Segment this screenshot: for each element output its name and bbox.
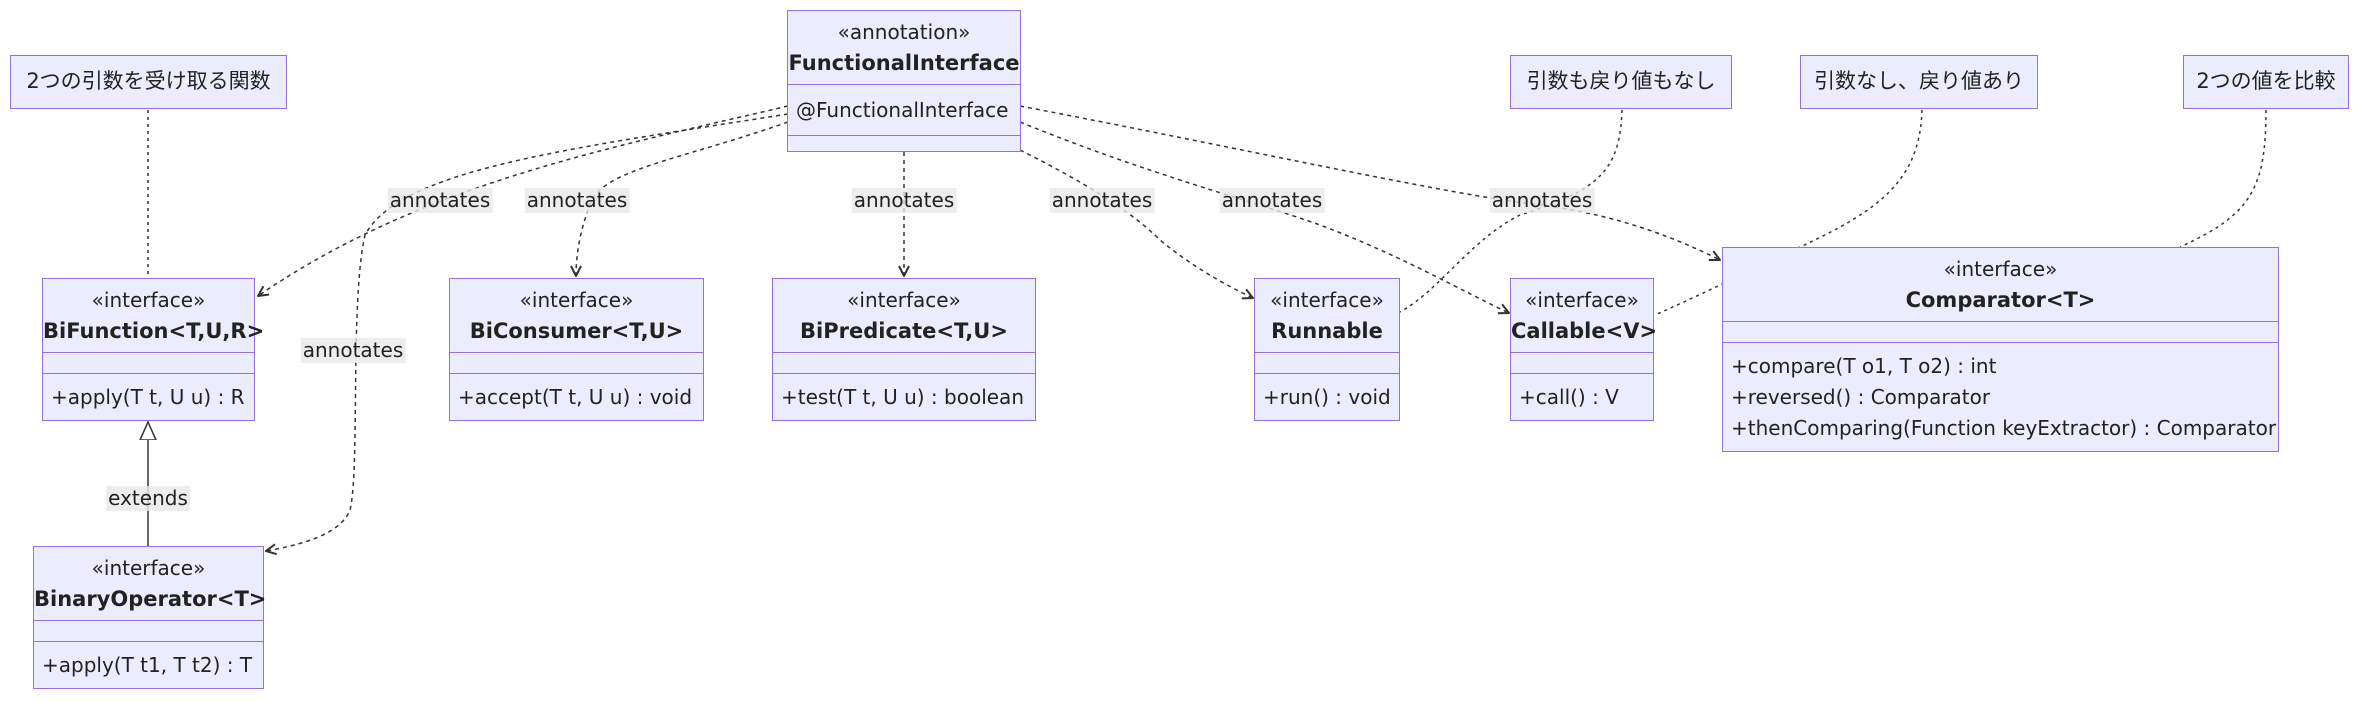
edge-annotates-bifunction — [258, 105, 789, 296]
class-name: BiPredicate<T,U> — [800, 319, 1008, 343]
note-link-runnable — [1399, 109, 1623, 313]
class-name: Callable<V> — [1511, 319, 1658, 343]
divider — [1255, 352, 1399, 353]
edge-label-extends: extends — [106, 486, 190, 511]
class-biconsumer: «interface» BiConsumer<T,U> +accept(T t,… — [449, 278, 704, 421]
edge-label-annotates-bipredicate: annotates — [851, 188, 957, 213]
class-callable: «interface» Callable<V> +call() : V — [1510, 278, 1658, 421]
class-bifunction: «interface» BiFunction<T,U,R> +apply(T t… — [42, 278, 265, 421]
class-runnable: «interface» Runnable +run() : void — [1254, 278, 1400, 421]
edge-annotates-comparator — [1019, 105, 1720, 260]
class-bipredicate: «interface» BiPredicate<T,U> +test(T t, … — [772, 278, 1036, 421]
attribute: @FunctionalInterface — [796, 98, 1009, 122]
edge-label-annotates-biconsumer: annotates — [524, 188, 630, 213]
stereotype: «interface» — [847, 288, 961, 312]
edge-label-annotates-binaryoperator: annotates — [300, 338, 406, 363]
divider — [1511, 373, 1653, 374]
method: +run() : void — [1263, 385, 1391, 409]
divider — [450, 352, 703, 353]
edge-label-annotates-callable: annotates — [1219, 188, 1325, 213]
method: +apply(T t1, T t2) : T — [42, 653, 253, 677]
edge-label-annotates-runnable: annotates — [1049, 188, 1155, 213]
divider — [43, 352, 254, 353]
class-name: Runnable — [1271, 319, 1383, 343]
edge-annotates-runnable — [1019, 149, 1253, 298]
method: +reversed() : Comparator — [1731, 385, 1991, 409]
note-link-callable — [1654, 109, 1923, 316]
class-name: BiConsumer<T,U> — [469, 319, 684, 343]
divider — [1723, 342, 2278, 343]
divider — [773, 373, 1035, 374]
method: +call() : V — [1519, 385, 1619, 409]
class-comparator: «interface» Comparator<T> +compare(T o1,… — [1722, 247, 2279, 452]
class-binaryoperator: «interface» BinaryOperator<T> +apply(T t… — [33, 546, 267, 689]
edge-annotates-binaryoperator — [266, 113, 789, 551]
class-name: FunctionalInterface — [788, 51, 1020, 75]
note-bifunction: 2つの引数を受け取る関数 — [10, 55, 287, 109]
divider — [773, 352, 1035, 353]
class-name: Comparator<T> — [1905, 288, 2096, 312]
divider — [43, 373, 254, 374]
edge-label-annotates-comparator: annotates — [1489, 188, 1595, 213]
divider — [788, 84, 1020, 85]
method: +test(T t, U u) : boolean — [781, 385, 1024, 409]
divider — [1723, 321, 2278, 322]
stereotype: «annotation» — [837, 20, 971, 44]
stereotype: «interface» — [519, 288, 634, 312]
note-comparator: 2つの値を比較 — [2183, 55, 2349, 109]
edge-label-annotates-bifunction: annotates — [387, 188, 493, 213]
divider — [450, 373, 703, 374]
method: +apply(T t, U u) : R — [51, 385, 245, 409]
note-callable: 引数なし、戻り値あり — [1800, 55, 2038, 109]
method: +compare(T o1, T o2) : int — [1731, 354, 1997, 378]
divider — [34, 620, 263, 621]
stereotype: «interface» — [91, 288, 206, 312]
divider — [34, 641, 263, 642]
stereotype: «interface» — [1270, 288, 1384, 312]
stereotype: «interface» — [91, 556, 206, 580]
note-runnable: 引数も戻り値もなし — [1510, 55, 1732, 109]
divider — [788, 135, 1020, 136]
divider — [1511, 352, 1653, 353]
class-name: BinaryOperator<T> — [34, 587, 267, 611]
method: +thenComparing(Function keyExtractor) : … — [1731, 416, 2277, 440]
class-name: BiFunction<T,U,R> — [43, 319, 265, 343]
stereotype: «interface» — [1525, 288, 1639, 312]
class-functionalinterface: «annotation» FunctionalInterface @Functi… — [787, 10, 1021, 152]
divider — [1255, 373, 1399, 374]
stereotype: «interface» — [1943, 257, 2058, 281]
note-link-comparator — [2179, 109, 2267, 248]
method: +accept(T t, U u) : void — [458, 385, 693, 409]
edge-annotates-callable — [1019, 121, 1509, 313]
